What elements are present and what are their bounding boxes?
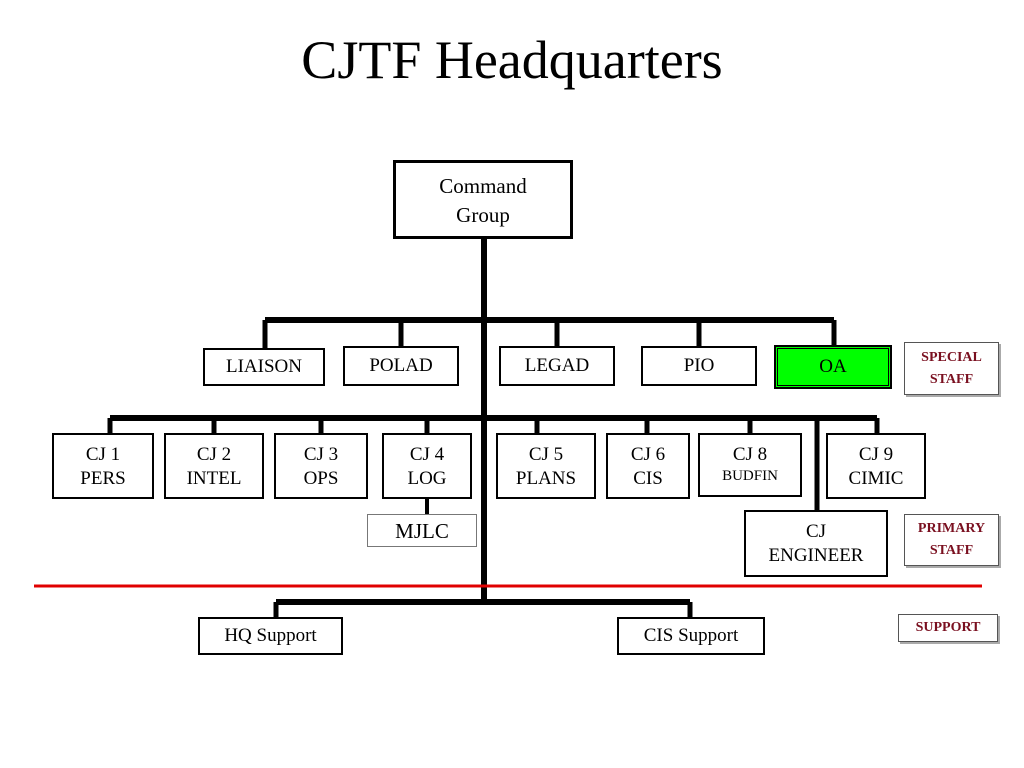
special-staff-label: LIAISON — [226, 356, 302, 377]
cis-support-box[interactable]: CIS Support — [617, 617, 765, 655]
page-title: CJTF Headquarters — [301, 30, 723, 90]
primary-staff-cj3-box[interactable]: CJ 3 OPS — [274, 433, 368, 499]
special-staff-polad-box[interactable]: POLAD — [343, 346, 459, 386]
legend-primary-staff: PRIMARY STAFF — [904, 514, 999, 566]
special-staff-label: POLAD — [369, 355, 433, 376]
legend-primary-line2: STAFF — [929, 543, 974, 558]
primary-staff-name: INTEL — [186, 468, 242, 489]
primary-staff-code: CJ 2 — [196, 444, 232, 465]
primary-staff-name: CIS — [633, 468, 663, 489]
primary-staff-name: BUDFIN — [722, 468, 778, 484]
primary-staff-code: CJ 9 — [858, 444, 894, 465]
primary-staff-cj1-box[interactable]: CJ 1 PERS — [52, 433, 154, 499]
cj-engineer-box[interactable]: CJ ENGINEER — [744, 510, 888, 577]
mjlc-label: MJLC — [395, 518, 449, 543]
primary-staff-cj2-box[interactable]: CJ 2 INTEL — [164, 433, 264, 499]
primary-staff-code: CJ 8 — [732, 444, 768, 465]
legend-special-line1: SPECIAL — [921, 349, 982, 365]
primary-staff-name: PERS — [80, 468, 126, 489]
primary-staff-code: CJ 1 — [85, 444, 121, 465]
primary-staff-name: PLANS — [515, 468, 577, 489]
mjlc-box[interactable]: MJLC — [367, 514, 477, 547]
primary-staff-cj4-box[interactable]: CJ 4 LOG — [382, 433, 472, 499]
special-staff-oa-box[interactable]: OA — [774, 345, 892, 389]
special-staff-legad-box[interactable]: LEGAD — [499, 346, 615, 386]
primary-staff-code: CJ 5 — [528, 444, 564, 465]
special-staff-label: PIO — [683, 355, 715, 376]
cj-engineer-line1: CJ — [805, 521, 827, 542]
support-label: CIS Support — [643, 625, 739, 646]
primary-staff-cj8-box[interactable]: CJ 8 BUDFIN — [698, 433, 802, 497]
cj-engineer-line2: ENGINEER — [768, 545, 864, 566]
primary-staff-cj6-box[interactable]: CJ 6 CIS — [606, 433, 690, 499]
command-group-line2: Group — [456, 203, 510, 227]
support-label: HQ Support — [224, 625, 317, 646]
primary-staff-code: CJ 4 — [409, 444, 445, 465]
special-staff-label: LEGAD — [524, 355, 590, 376]
special-staff-pio-box[interactable]: PIO — [641, 346, 757, 386]
command-group-box[interactable]: Command Group — [393, 160, 573, 239]
primary-staff-code: CJ 6 — [630, 444, 666, 465]
hq-support-box[interactable]: HQ Support — [198, 617, 343, 655]
legend-primary-line1: PRIMARY — [917, 521, 986, 536]
legend-special-line2: STAFF — [929, 371, 974, 387]
primary-staff-name: LOG — [407, 468, 447, 489]
legend-special-staff: SPECIAL STAFF — [904, 342, 999, 395]
special-staff-liaison-box[interactable]: LIAISON — [203, 348, 325, 386]
legend-support: SUPPORT — [898, 614, 998, 642]
command-group-line1: Command — [439, 174, 527, 198]
special-staff-label: OA — [819, 356, 847, 377]
legend-support-label: SUPPORT — [915, 620, 981, 635]
primary-staff-cj5-box[interactable]: CJ 5 PLANS — [496, 433, 596, 499]
primary-staff-code: CJ 3 — [303, 444, 339, 465]
primary-staff-cj9-box[interactable]: CJ 9 CIMIC — [826, 433, 926, 499]
primary-staff-name: OPS — [303, 468, 339, 489]
primary-staff-name: CIMIC — [848, 468, 904, 489]
